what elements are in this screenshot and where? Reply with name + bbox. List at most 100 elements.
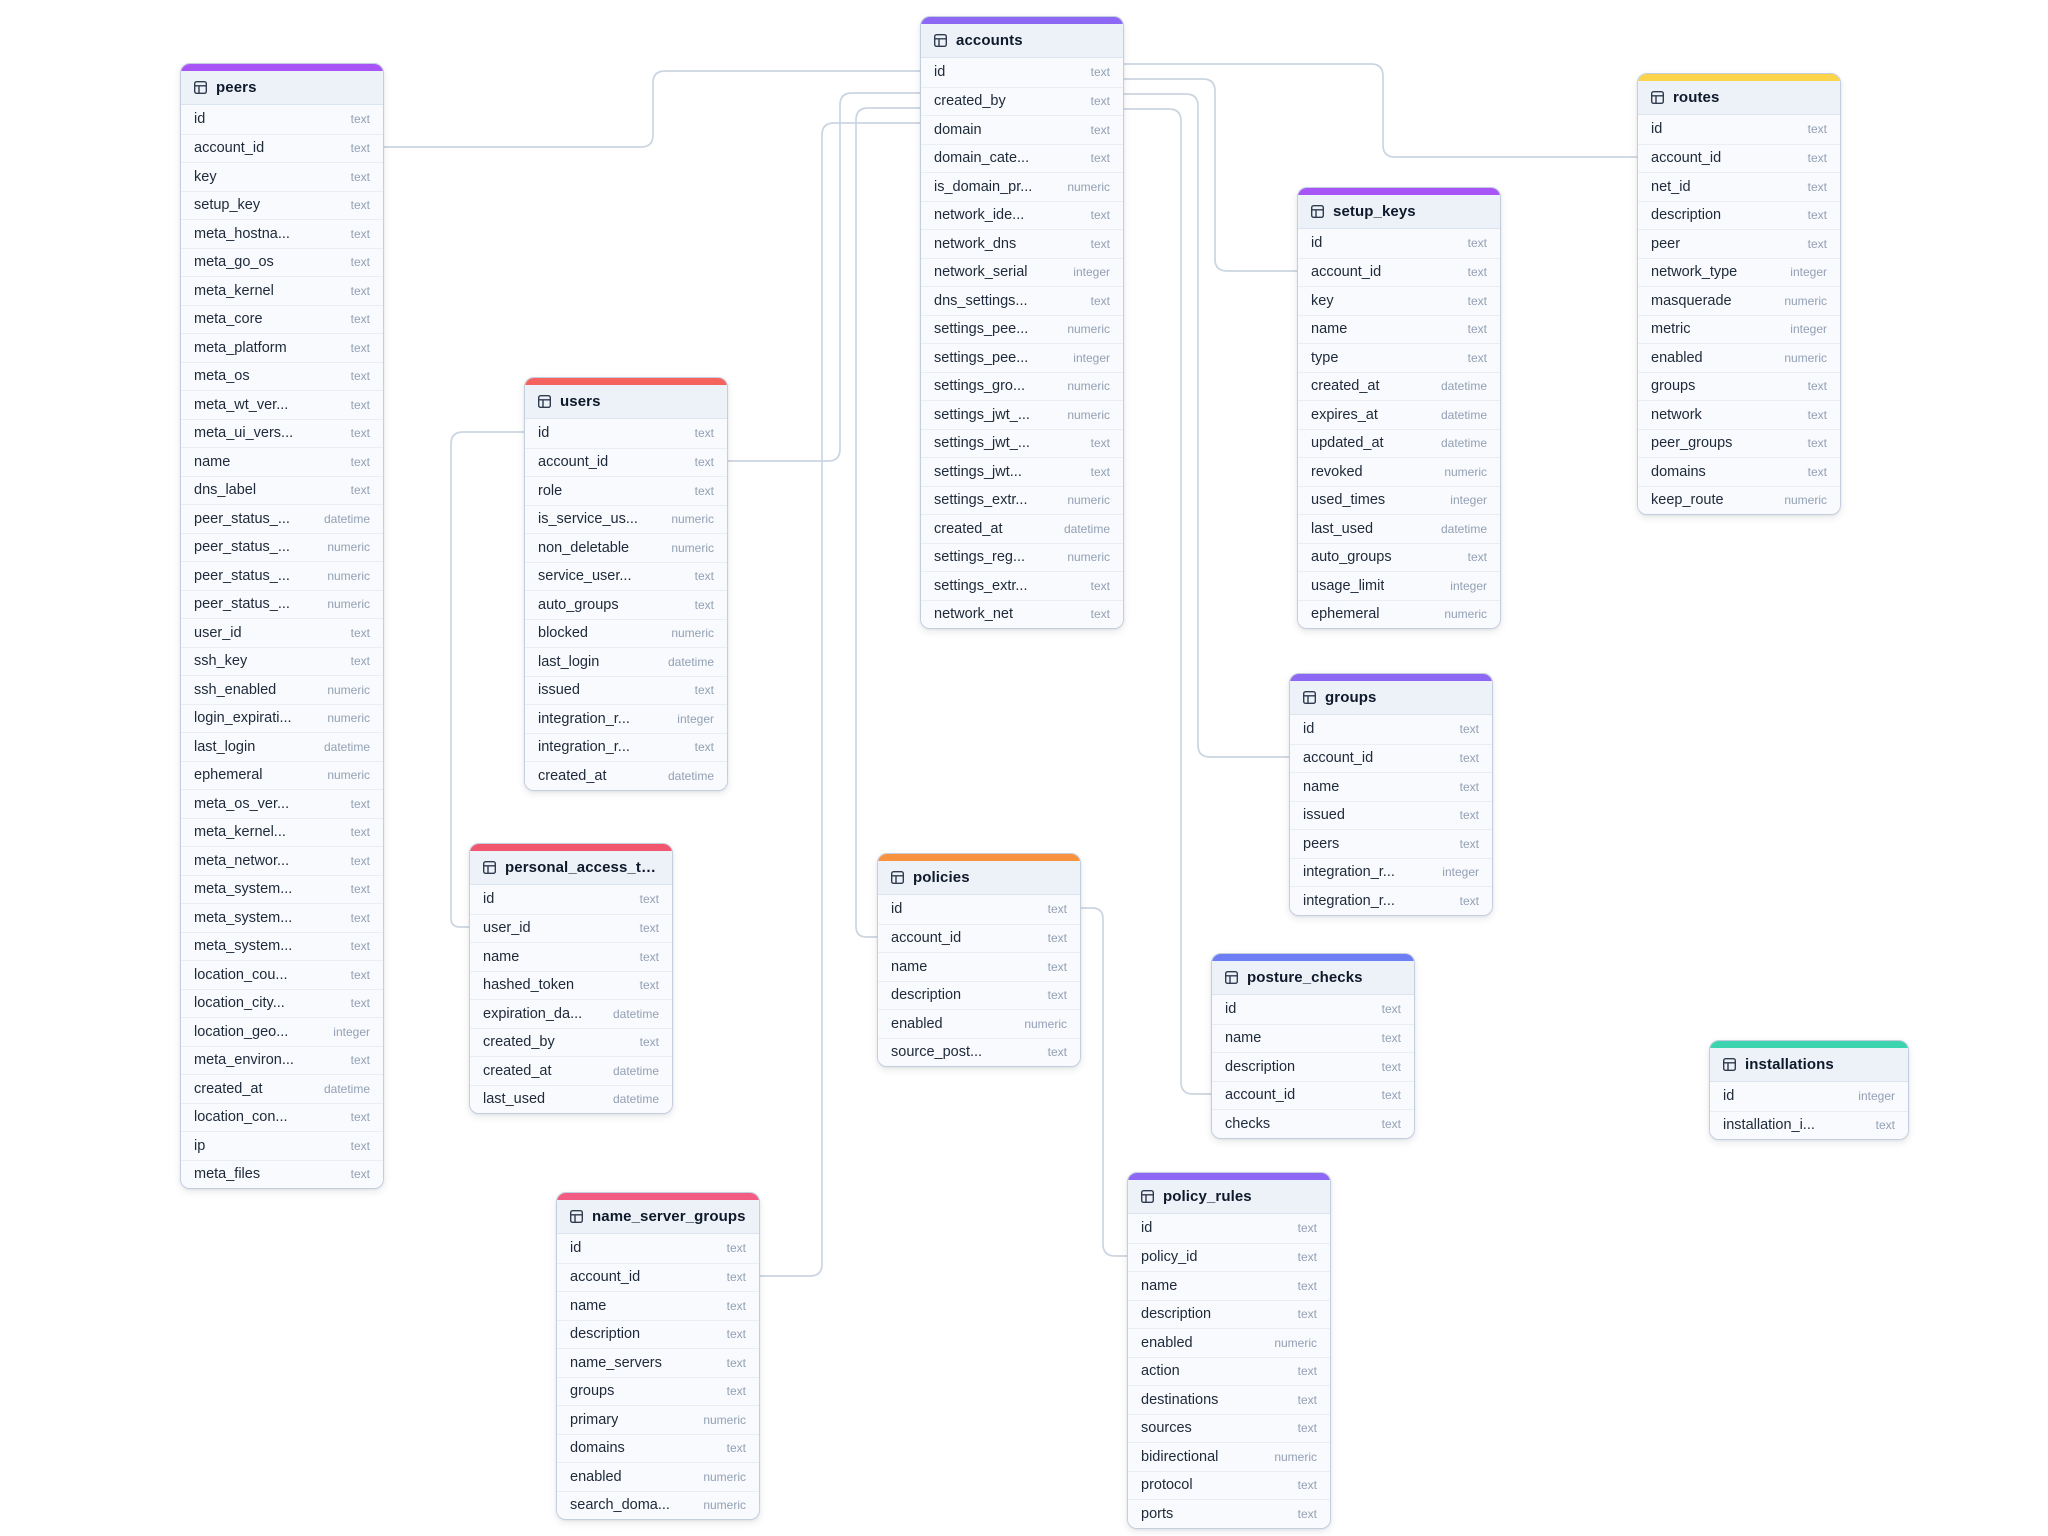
field-type: text <box>639 892 659 907</box>
field-type: integer <box>1790 322 1827 337</box>
field-type: integer <box>333 1024 370 1039</box>
field-type: text <box>1090 208 1110 223</box>
table-header-policies[interactable]: policies <box>878 861 1080 895</box>
field-name: meta_system... <box>194 881 293 898</box>
table-accent-bar <box>878 854 1080 861</box>
table-header-routes[interactable]: routes <box>1638 81 1840 115</box>
field-type: text <box>1459 836 1479 851</box>
table-icon <box>569 1209 584 1224</box>
field-type: integer <box>1790 265 1827 280</box>
field-name: installation_i... <box>1723 1117 1815 1134</box>
table-header-posture_checks[interactable]: posture_checks <box>1212 961 1414 995</box>
field-type: text <box>1047 931 1067 946</box>
field-type: text <box>1090 464 1110 479</box>
table-header-setup_keys[interactable]: setup_keys <box>1298 195 1500 229</box>
field-type: text <box>350 312 370 327</box>
table-accent-bar <box>1298 188 1500 195</box>
field-type: integer <box>1073 350 1110 365</box>
field-name: meta_system... <box>194 938 293 955</box>
field-type: text <box>1807 122 1827 137</box>
field-type: numeric <box>703 1469 746 1484</box>
field-row-accounts-settings_jwt: settings_jwt...text <box>921 457 1123 486</box>
table-title: personal_access_tokens <box>505 859 660 876</box>
field-name: description <box>1225 1058 1296 1075</box>
table-title: users <box>560 393 601 410</box>
field-type: numeric <box>703 1412 746 1427</box>
field-type: text <box>1467 350 1487 365</box>
table-header-users[interactable]: users <box>525 385 727 419</box>
relationship-wire-routes.account_id-to-accounts.id <box>1124 63 1637 158</box>
field-name: created_at <box>483 1062 552 1079</box>
table-header-installations[interactable]: installations <box>1710 1048 1908 1082</box>
field-type: text <box>350 882 370 897</box>
table-icon <box>1224 970 1239 985</box>
field-type: text <box>1807 179 1827 194</box>
field-row-peers-peer_status_: peer_status_...numeric <box>181 589 383 618</box>
field-type: text <box>694 569 714 584</box>
field-name: account_id <box>538 454 609 471</box>
field-name: masquerade <box>1651 292 1732 309</box>
table-icon <box>1310 204 1325 219</box>
table-header-accounts[interactable]: accounts <box>921 24 1123 58</box>
field-type: numeric <box>327 568 370 583</box>
relationship-wire-personal_access_tokens.user_id-to-users.id <box>450 431 524 928</box>
field-name: ip <box>194 1137 206 1154</box>
field-type: text <box>350 283 370 298</box>
field-row-policies-source_post: source_post...text <box>878 1037 1080 1066</box>
table-header-name_server_groups[interactable]: name_server_groups <box>557 1200 759 1234</box>
field-type: text <box>350 483 370 498</box>
field-name: name_servers <box>570 1354 662 1371</box>
field-name: key <box>1311 292 1334 309</box>
field-type: text <box>1090 293 1110 308</box>
table-card-personal_access_tokens[interactable]: personal_access_tokensidtextuser_idtextn… <box>469 843 673 1114</box>
field-name: peer_status_... <box>194 596 290 613</box>
table-header-peers[interactable]: peers <box>181 71 383 105</box>
field-type: text <box>350 340 370 355</box>
table-header-personal_access_tokens[interactable]: personal_access_tokens <box>470 851 672 885</box>
table-header-groups[interactable]: groups <box>1290 681 1492 715</box>
field-type: text <box>694 455 714 470</box>
field-row-users-integration_r: integration_r...text <box>525 732 727 761</box>
field-type: numeric <box>1067 550 1110 565</box>
field-name: ephemeral <box>1311 606 1380 623</box>
table-title: installations <box>1745 1056 1834 1073</box>
table-header-policy_rules[interactable]: policy_rules <box>1128 1180 1330 1214</box>
field-name: account_id <box>891 930 962 947</box>
field-row-peers-meta_os_ver: meta_os_ver...text <box>181 789 383 818</box>
field-row-peers-peer_status_: peer_status_...numeric <box>181 532 383 561</box>
relationship-wire-policies.account_id-to-accounts.id <box>855 107 920 938</box>
field-type: text <box>350 226 370 241</box>
field-name: settings_extr... <box>934 492 1028 509</box>
field-type: text <box>1459 751 1479 766</box>
field-type: text <box>694 740 714 755</box>
field-type: text <box>350 454 370 469</box>
field-name: expiration_da... <box>483 1005 583 1022</box>
field-name: peer_status_... <box>194 539 290 556</box>
